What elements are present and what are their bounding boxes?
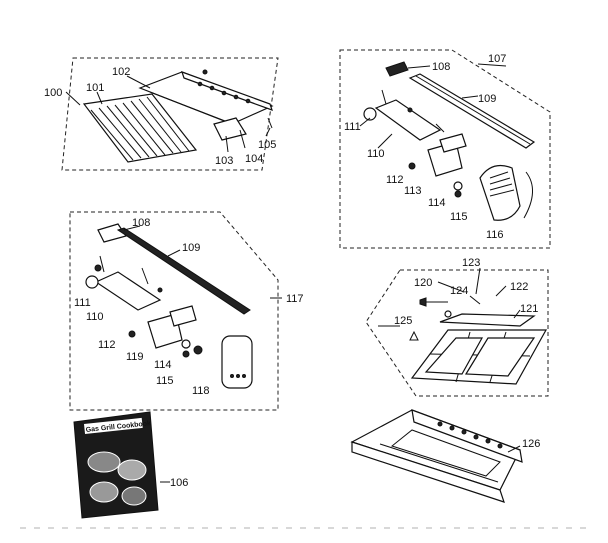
part-102-shelf [138,71,274,141]
group-107-kit: 107 108 109 111 110 112 113 114 115 116 [339,49,551,249]
label-106: 106 [170,477,188,489]
part-110-bracket [363,89,445,141]
group-117-kit: 117 108 109 111 110 112 119 114 115 118 [69,211,304,411]
group-100-outline [61,57,279,171]
label-107: 107 [488,53,506,65]
group-120-rack: 120 123 124 122 121 125 [365,257,549,397]
group-117-outline [69,211,279,411]
part-115b [182,350,190,358]
part-112 [408,162,416,170]
part-119-mount [147,305,197,349]
label-108b: 108 [132,217,150,229]
label-101: 101 [86,82,104,94]
part-114 [453,181,463,191]
part-116-motor [479,165,533,221]
label-111b: 111 [74,297,91,309]
label-105: 105 [258,139,276,151]
label-125: 125 [394,315,412,327]
label-126: 126 [522,438,540,450]
label-115b: 115 [156,375,174,387]
label-102: 102 [112,66,130,78]
label-110b: 110 [86,311,104,323]
label-116: 116 [486,229,504,241]
part-121-rack [410,329,548,385]
part-114b [181,339,191,349]
part-106-cookbook: Gas Grill Cookbook 106 [73,411,188,519]
label-123: 123 [462,257,480,269]
part-108b [97,223,127,243]
group-100-grate-assembly: 100 101 102 103 104 105 [44,57,279,171]
label-124: 124 [450,285,468,297]
label-118: 118 [192,385,210,397]
label-110a: 110 [367,148,385,160]
part-105-screw [267,117,273,129]
label-104: 104 [245,153,263,165]
part-122-screw [469,295,481,305]
label-115a: 115 [450,211,468,223]
label-109b: 109 [182,242,200,254]
part-110b-bracket [85,255,163,311]
label-119: 119 [126,351,144,363]
part-115 [454,190,462,198]
label-120: 120 [414,277,432,289]
label-103: 103 [215,155,233,167]
part-118-igniter [193,335,253,389]
part-109-rod [408,73,536,149]
label-112b: 112 [98,339,116,351]
label-109a: 109 [478,93,496,105]
group-107-outline [339,49,551,249]
label-121: 121 [520,303,538,315]
part-101-grate [82,93,198,163]
group-120-outline [365,269,549,397]
part-112b [128,330,136,338]
label-112a: 112 [386,174,404,186]
part-126-shelf: 126 [350,409,540,503]
label-100: 100 [44,87,62,99]
label-114b: 114 [154,359,172,371]
label-122: 122 [510,281,528,293]
part-rack-bar [439,313,536,327]
part-113-mount [427,133,467,177]
label-111a: 111 [344,121,361,133]
part-screw [202,69,208,75]
label-113: 113 [404,185,422,197]
part-108 [385,61,409,77]
label-114a: 114 [428,197,446,209]
part-109b-rod [116,227,251,315]
label-108a: 108 [432,61,450,73]
label-117: 117 [286,293,304,305]
